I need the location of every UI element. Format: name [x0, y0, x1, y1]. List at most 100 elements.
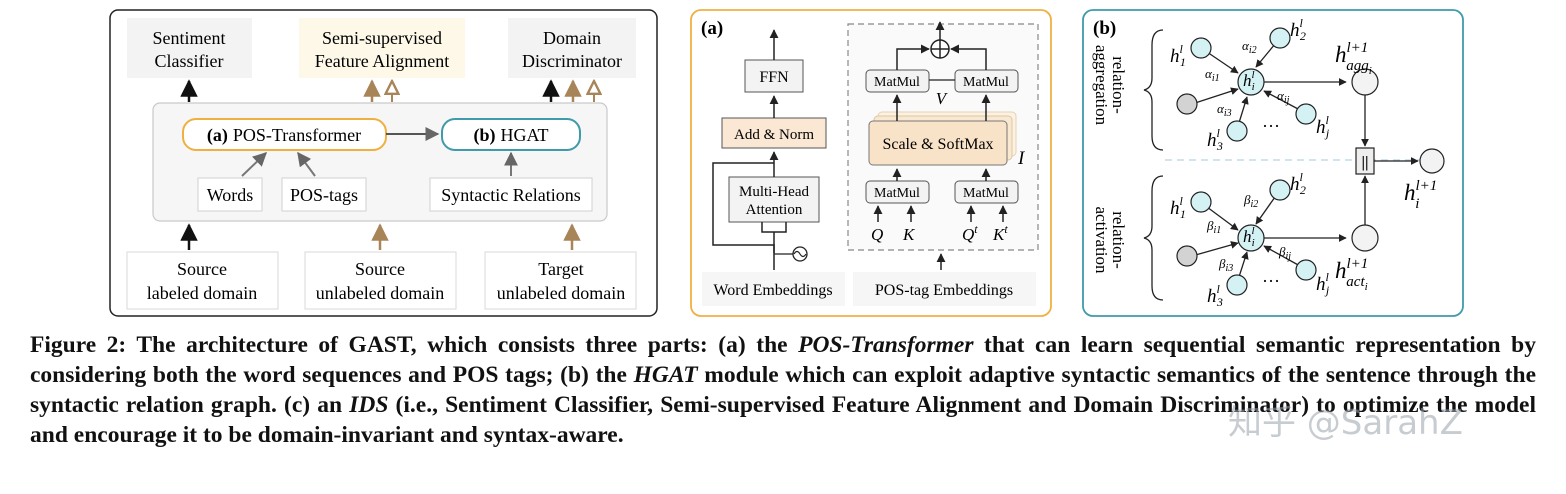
source-unlabeled-line1: Source: [355, 259, 405, 279]
brace-bottom: [1143, 175, 1164, 301]
panel-left: Sentiment Classifier Semi-supervised Fea…: [109, 9, 658, 317]
sentiment-classifier-box: [127, 18, 252, 78]
pos-transformer-label: (a)POS-Transformer: [207, 125, 361, 146]
hgat-label: (b)HGAT: [474, 125, 549, 146]
panel-b: (b) relation- aggregation relation- acti…: [1082, 9, 1464, 317]
source-unlabeled-line2: unlabeled domain: [316, 283, 444, 303]
edge-top-5: [1263, 90, 1301, 111]
node-hj-bot: [1295, 259, 1317, 281]
caption-part3: module which can exploit adaptive syntac…: [30, 362, 1536, 418]
hgat-box: [441, 118, 581, 151]
sentiment-classifier-line2: Classifier: [155, 51, 224, 71]
node-h2-bot: [1269, 179, 1291, 201]
node-h1-top: [1190, 37, 1212, 59]
node-h3-top: [1226, 120, 1248, 142]
ellipsis-bot: ···: [1262, 271, 1280, 291]
add-norm-label: Add & Norm: [734, 127, 814, 143]
caption-pos-transformer: POS-Transformer: [798, 332, 974, 358]
target-unlabeled-line1: Target: [538, 259, 583, 279]
domain-discriminator-box: [508, 18, 636, 78]
multi-head-line2: Attention: [746, 202, 803, 218]
caption-part2: that can learn sequential semantic repre…: [30, 332, 1536, 388]
semi-supervised-box: [299, 18, 465, 78]
caption-prefix: Figure 2: The architecture of GAST, whic…: [30, 332, 799, 358]
domain-discriminator-line2: Discriminator: [522, 51, 622, 71]
edge-top-1: [1206, 51, 1239, 74]
multi-head-line1: Multi-Head: [739, 184, 809, 200]
watermark: 知乎 @SarahZ: [1228, 403, 1463, 443]
panel-a-tag: (a): [701, 18, 723, 39]
edge-bot-5: [1263, 245, 1301, 267]
matmul-to-add-right: [950, 44, 987, 70]
node-gray-top: [1176, 93, 1198, 115]
relation-aggregation-line1: relation-: [1109, 56, 1128, 114]
kt-label: Kt: [992, 222, 1008, 244]
node-h1-bot: [1190, 191, 1212, 213]
ffn-label: FFN: [759, 69, 789, 86]
panel-a: (a) FFN Add & Norm Multi-Head Attention …: [690, 9, 1052, 317]
v-label: V: [936, 89, 949, 108]
figure-caption: Figure 2: The architecture of GAST, whic…: [30, 330, 1536, 450]
syntactic-relations-label: Syntactic Relations: [441, 185, 580, 205]
node-gray-bot: [1176, 245, 1198, 267]
arrow-words-to-pos: [241, 152, 268, 177]
words-label: Words: [207, 185, 254, 205]
pos-tags-label: POS-tags: [290, 185, 358, 205]
q-label: Q: [871, 225, 883, 244]
edge-top-3: [1191, 87, 1239, 105]
words-box: [197, 177, 263, 212]
sentiment-classifier-line1: Sentiment: [153, 28, 226, 48]
source-labeled-line1: Source: [177, 259, 227, 279]
edge-top-2: [1255, 43, 1276, 68]
scale-softmax-box: [868, 120, 1008, 166]
i-label: I: [1017, 148, 1026, 169]
qt-label: Qt: [962, 222, 978, 244]
node-hi-bot: [1237, 224, 1265, 252]
matmul-top-right-label: MatMul: [963, 75, 1009, 90]
edge-bot-3: [1191, 241, 1239, 257]
semi-supervised-line1: Semi-supervised: [322, 28, 442, 48]
panel-b-tag: (b): [1093, 18, 1116, 39]
word-embeddings-box: [702, 272, 845, 306]
target-unlabeled-box: [484, 251, 637, 310]
matmul-top-left-label: MatMul: [874, 75, 920, 90]
node-h3-bot: [1226, 274, 1248, 296]
relation-aggregation-line2: aggregation: [1092, 45, 1111, 126]
architecture-diagram: Sentiment Classifier Semi-supervised Fea…: [109, 9, 1464, 317]
brace-top: [1143, 29, 1164, 151]
caption-hgat: HGAT: [633, 362, 698, 388]
source-labeled-line2: labeled domain: [147, 283, 257, 303]
edge-bot-2: [1255, 196, 1276, 225]
node-hj-top: [1295, 103, 1317, 125]
matmul-bottom-left-label: MatMul: [874, 186, 920, 201]
arrow-postags-to-pos: [297, 151, 316, 177]
domain-discriminator-line1: Domain: [543, 28, 601, 48]
matmul-bottom-right-label: MatMul: [963, 186, 1009, 201]
pos-tags-box: [281, 177, 367, 212]
positional-encoding-wave: [793, 250, 807, 258]
concat-label: ||: [1361, 154, 1368, 171]
node-output: [1419, 148, 1445, 174]
caption-ids: IDS: [349, 392, 389, 418]
node-act-out: [1351, 224, 1379, 252]
semi-supervised-line2: Feature Alignment: [315, 51, 449, 71]
relation-activation-line1: relation-: [1109, 211, 1128, 269]
multi-head-box: [728, 176, 820, 223]
pos-tag-embeddings-box: [853, 272, 1036, 306]
pos-tag-embeddings-label: POS-tag Embeddings: [875, 282, 1013, 299]
scale-softmax-label: Scale & SoftMax: [882, 136, 993, 153]
caption-part4: (i.e., Sentiment Classifier, Semi-superv…: [30, 392, 1536, 448]
source-unlabeled-box: [304, 251, 457, 310]
relation-activation-line2: activation: [1092, 206, 1111, 274]
source-labeled-box: [126, 251, 279, 310]
